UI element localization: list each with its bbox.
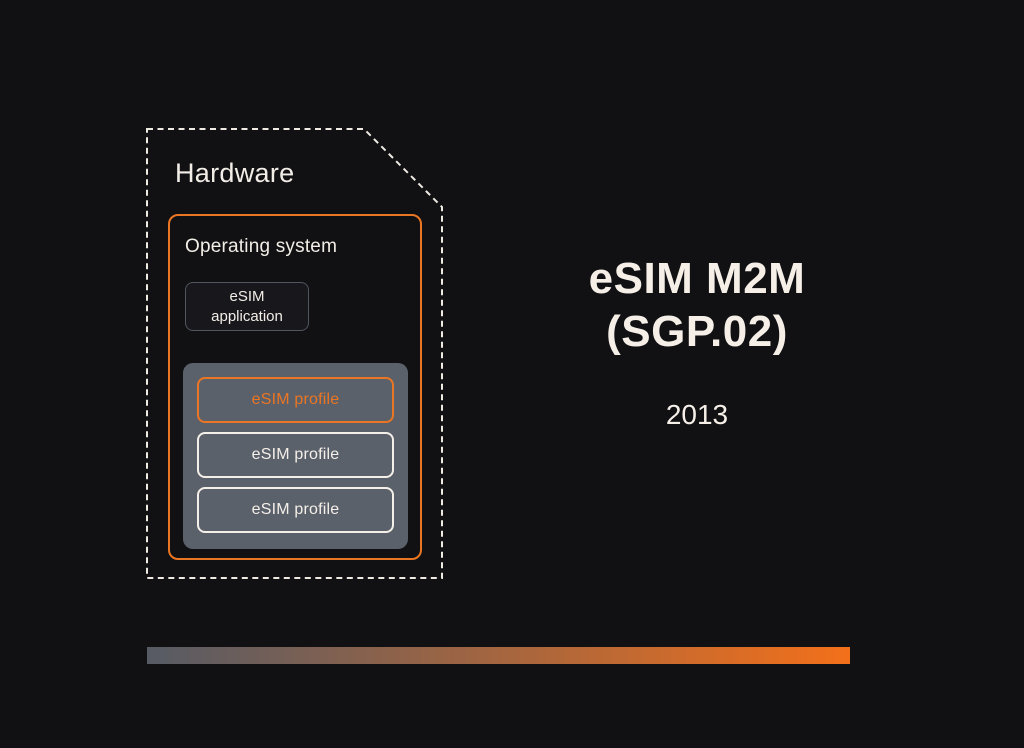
esim-profiles-container: eSIM profile eSIM profile eSIM profile — [183, 363, 408, 549]
esim-application-label-line1: eSIM — [229, 288, 265, 305]
slide-title: eSIM M2M (SGP.02) — [435, 252, 959, 358]
esim-profile-box-active: eSIM profile — [197, 377, 394, 423]
timeline-gradient-bar — [147, 647, 850, 664]
hardware-label: Hardware — [175, 158, 295, 188]
operating-system-label: Operating system — [185, 236, 338, 257]
year-label: 2013 — [665, 399, 729, 430]
esim-application-label-line2: application — [211, 307, 283, 325]
slide-title-line2: (SGP.02) — [606, 307, 788, 356]
slide-title-line1: eSIM M2M — [588, 254, 806, 303]
operating-system-box: Operating system eSIM application eSIM p… — [168, 214, 422, 560]
esim-application-box: eSIM application — [185, 282, 309, 331]
esim-profile-box: eSIM profile — [197, 487, 394, 533]
esim-profile-box: eSIM profile — [197, 432, 394, 478]
